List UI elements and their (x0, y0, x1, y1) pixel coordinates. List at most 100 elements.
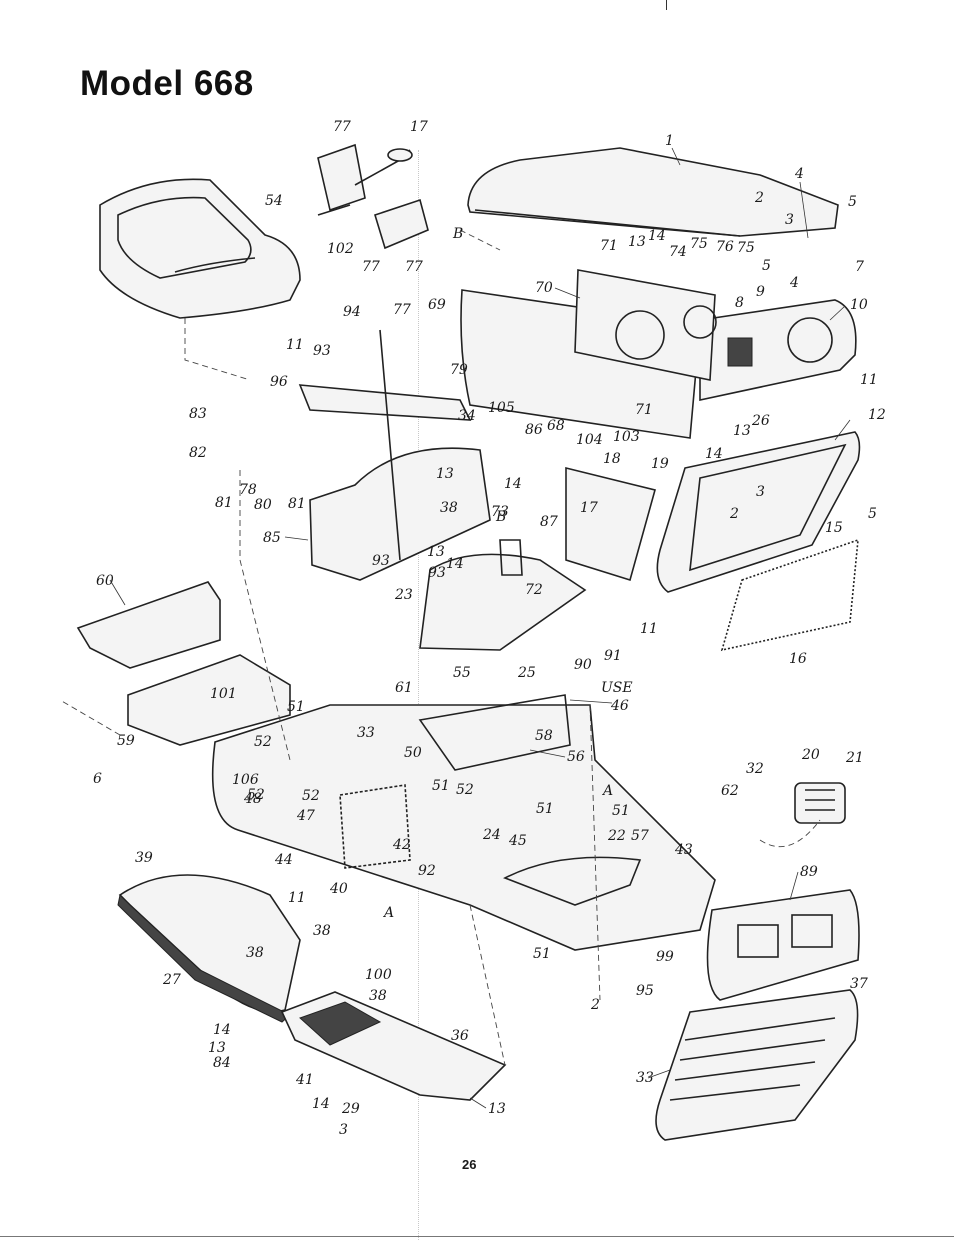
callout-label: 52 (456, 782, 474, 798)
callout-label: 5 (762, 258, 771, 274)
callout-label: 13 (733, 423, 751, 439)
callout-label: 8 (735, 295, 744, 311)
callout-label: 29 (341, 1101, 360, 1117)
callout-label: 17 (410, 119, 428, 135)
footboard-part (280, 991, 507, 1101)
callout-label: 93 (428, 565, 446, 581)
callout-label: 45 (508, 833, 527, 849)
callout-label: A (382, 905, 394, 921)
callout-label: 25 (517, 665, 536, 681)
callout-label: 96 (270, 374, 288, 390)
callout-label: 52 (254, 734, 272, 750)
page-fold-line (418, 150, 419, 1240)
callout-label: 9 (756, 284, 765, 300)
callout-label: 106 (232, 772, 259, 788)
callout-label: 38 (369, 988, 387, 1004)
callout-label: 44 (274, 852, 293, 868)
callout-label: 4 (794, 166, 804, 182)
callout-label: 22 (607, 828, 626, 844)
callout-label: 41 (295, 1072, 314, 1088)
callout-label: USE (601, 680, 633, 696)
callout-label: 71 (635, 402, 653, 418)
callout-label: 72 (525, 582, 543, 598)
callout-label: 48 (243, 791, 262, 807)
callout-label: 26 (751, 413, 770, 429)
callout-label: 11 (640, 621, 658, 637)
callout-label: 47 (296, 808, 315, 824)
callout-label: 43 (674, 842, 693, 858)
callout-label: 4 (789, 275, 799, 291)
callout-label: 40 (329, 881, 348, 897)
callout-label: 20 (801, 747, 820, 763)
callout-label: 92 (418, 863, 436, 879)
callout-label: 58 (535, 728, 553, 744)
callout-label: 50 (404, 745, 422, 761)
callout-label: 3 (339, 1122, 348, 1138)
callout-label: 103 (613, 429, 640, 445)
callout-label: 61 (395, 680, 413, 696)
callout-label: 85 (263, 530, 281, 546)
callout-label: 57 (631, 828, 649, 844)
crop-mark-top (666, 0, 667, 10)
frame-part (211, 694, 716, 951)
callout-label: B (495, 509, 506, 525)
callout-label: 81 (215, 495, 233, 511)
callout-label: 14 (705, 446, 723, 462)
callout-label: 52 (302, 788, 320, 804)
callout-label: 21 (845, 750, 864, 766)
screen-part (720, 538, 859, 652)
callout-label: 13 (436, 466, 454, 482)
callout-label: 94 (343, 304, 361, 320)
callout-label: 14 (446, 556, 464, 572)
callout-label: 52 (247, 787, 265, 803)
callout-label: 7 (855, 259, 864, 275)
callout-label: 19 (651, 456, 669, 472)
dash-panel-part (460, 269, 857, 439)
callout-label: 100 (365, 967, 392, 983)
callout-label: 33 (357, 725, 375, 741)
callout-label: 13 (488, 1101, 506, 1117)
callout-label: 99 (656, 949, 674, 965)
callout-label: 39 (135, 850, 153, 866)
callout-label: 56 (567, 749, 585, 765)
side-panel-part (656, 431, 861, 593)
callout-label: 80 (254, 497, 272, 513)
callout-label: 95 (636, 983, 654, 999)
callout-label: 16 (789, 651, 807, 667)
callout-label: 17 (580, 500, 598, 516)
callout-label: 10 (850, 297, 868, 313)
callout-label: 11 (288, 890, 306, 906)
front-grille-part (655, 989, 859, 1141)
callout-label: 11 (286, 337, 304, 353)
callout-label: 18 (603, 451, 621, 467)
callout-label: 74 (669, 244, 687, 260)
callout-label: 14 (312, 1096, 330, 1112)
callout-label: 11 (860, 372, 878, 388)
callout-label: 14 (504, 476, 522, 492)
grille-housing-part (706, 889, 860, 1001)
seat-part (99, 178, 301, 319)
callout-label: 42 (392, 837, 411, 853)
callout-label: 51 (533, 946, 551, 962)
callout-label: 93 (313, 343, 331, 359)
callout-label: 2 (590, 997, 600, 1013)
callout-label: 38 (246, 945, 264, 961)
fender-part (117, 874, 301, 1023)
callout-label: 75 (690, 236, 708, 252)
callout-label: 84 (213, 1055, 231, 1071)
callout-label: 70 (535, 280, 553, 296)
callout-label: 5 (868, 506, 877, 522)
callout-label: 33 (636, 1070, 654, 1086)
callout-label: 1 (665, 133, 674, 149)
callout-label: 51 (287, 699, 305, 715)
callout-label: 3 (785, 212, 794, 228)
callout-label: 71 (600, 238, 618, 254)
callout-labels: 77 17 54 102 77 77 1 4 2 3 5 B 71 13 14 … (93, 119, 886, 1138)
page-number: 26 (462, 1157, 477, 1172)
callout-label: 2 (729, 506, 739, 522)
callout-label: 76 (716, 239, 734, 255)
callout-label: B (452, 226, 463, 242)
callout-label: 81 (288, 496, 306, 512)
callout-label: 55 (453, 665, 471, 681)
